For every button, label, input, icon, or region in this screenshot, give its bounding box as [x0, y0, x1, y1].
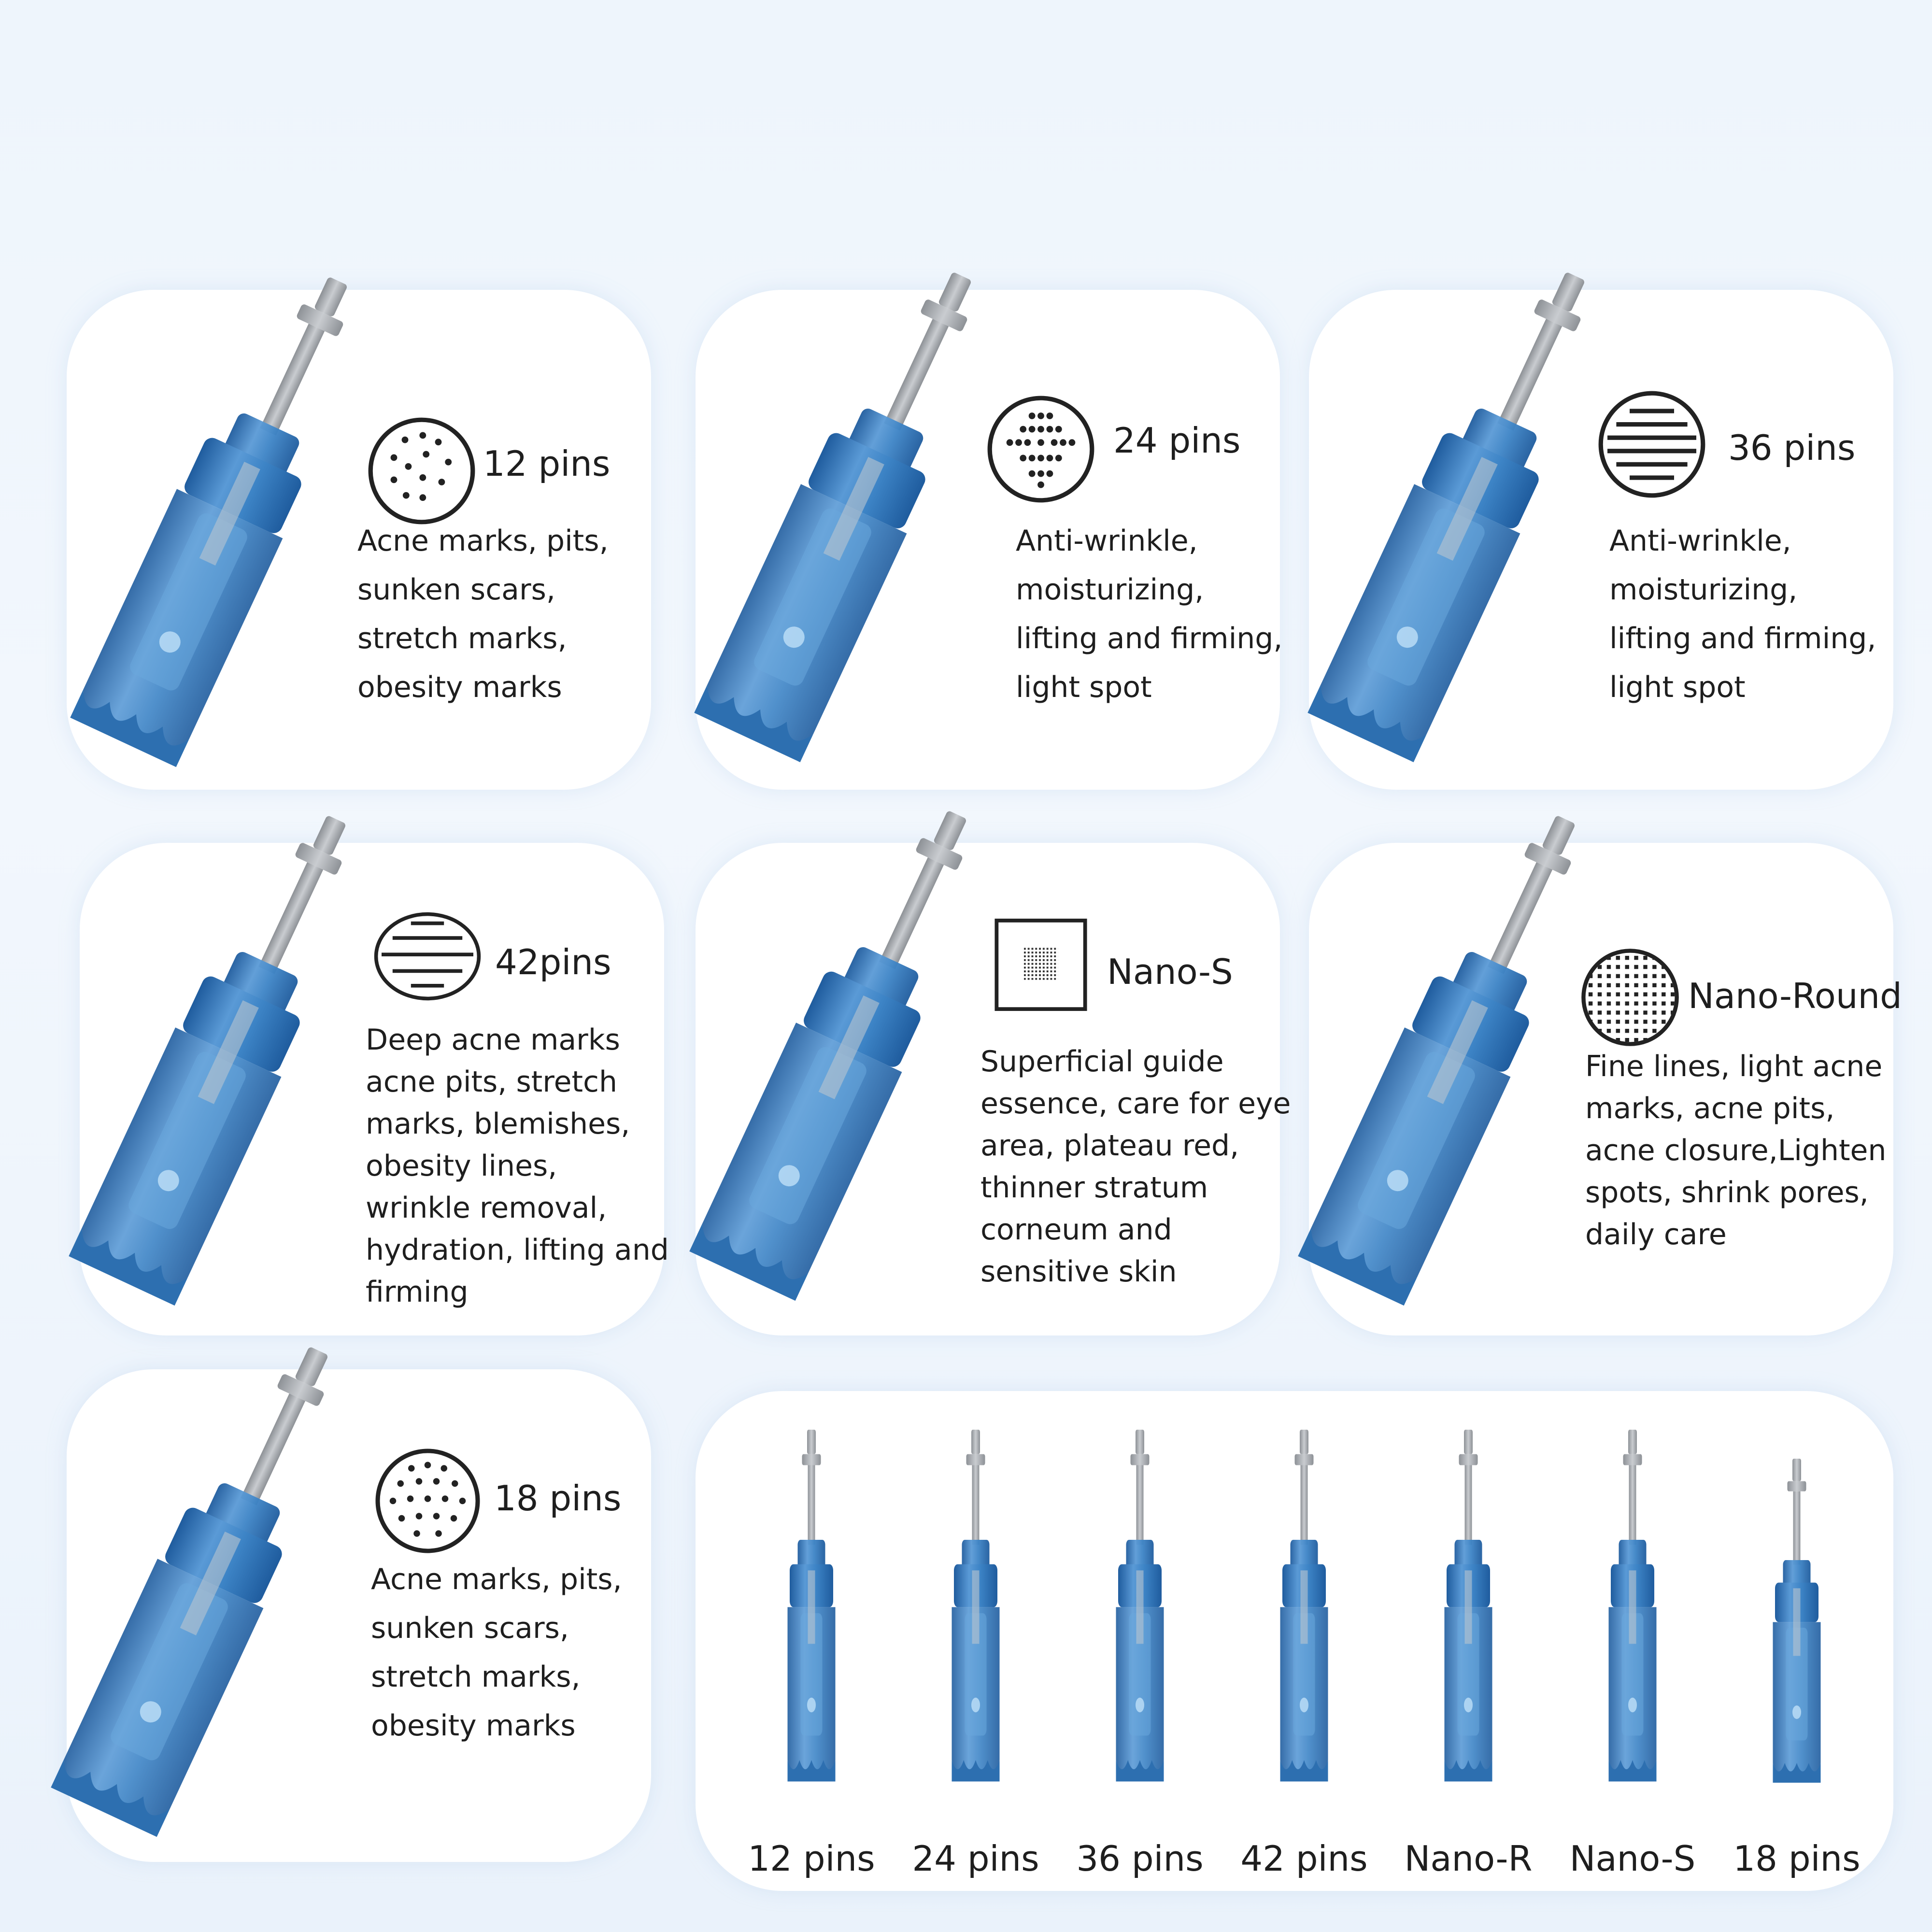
desc-line: acne closure,Lighten [1585, 1134, 1887, 1167]
card-24pins[interactable]: 24 pins Anti-wrinkle, moisturizing, lift… [696, 290, 1282, 790]
card-18pins[interactable]: 18 pins Acne marks, pits, sunken scars, … [67, 1369, 651, 1862]
cartridge-lineup: 12 pins 24 pins 36 pins 42 pins Nano-R N… [739, 1430, 1869, 1879]
desc-line: wrinkle removal, [366, 1191, 607, 1225]
needle-cartridge-image [1104, 1430, 1176, 1797]
desc-line: hydration, lifting and [366, 1233, 669, 1267]
usage-description: Acne marks, pits, sunken scars, stretch … [357, 517, 609, 712]
lineup-label: 12 pins [748, 1838, 875, 1879]
desc-line: stretch marks, [371, 1660, 581, 1694]
lineup-label: 18 pins [1733, 1838, 1861, 1879]
needle-cartridge-image [1268, 1430, 1340, 1797]
card-12pins[interactable]: 12 pins Acne marks, pits, sunken scars, … [67, 290, 651, 790]
desc-line: essence, care for eye [980, 1087, 1291, 1121]
lineup-label: Nano-R [1404, 1838, 1533, 1879]
usage-description: Superficial guide essence, care for eye … [980, 1041, 1291, 1293]
usage-description: Deep acne marks acne pits, stretch marks… [366, 1019, 669, 1313]
desc-line: obesity marks [357, 670, 562, 704]
desc-line: light spot [1016, 670, 1152, 704]
desc-line: Anti-wrinkle, [1016, 524, 1198, 558]
desc-line: spots, shrink pores, [1585, 1176, 1869, 1209]
desc-line: sensitive skin [980, 1255, 1177, 1289]
desc-line: corneum and [980, 1213, 1172, 1247]
pin-count-title: Nano-S [1107, 952, 1233, 992]
lineup-label: 36 pins [1076, 1838, 1204, 1879]
desc-line: Fine lines, light acne [1585, 1050, 1883, 1083]
round-12-dots-icon [368, 417, 475, 525]
round-nano-grid-icon [1581, 949, 1679, 1046]
desc-line: light spot [1609, 670, 1746, 704]
desc-line: sunken scars, [371, 1611, 569, 1645]
desc-line: sunken scars, [357, 573, 555, 607]
usage-description: Anti-wrinkle, moisturizing, lifting and … [1609, 517, 1876, 712]
needle-cartridge-image [775, 1430, 848, 1797]
lineup-label: Nano-S [1569, 1838, 1696, 1879]
round-42-dots-icon [374, 912, 481, 1001]
card-nano-s[interactable]: Nano-S Superficial guide essence, care f… [696, 843, 1291, 1335]
desc-line: moisturizing, [1609, 573, 1798, 607]
card-36pins[interactable]: 36 pins Anti-wrinkle, moisturizing, lift… [1309, 290, 1893, 790]
desc-line: thinner stratum [980, 1171, 1208, 1205]
round-36-dots-icon [1598, 391, 1705, 498]
needle-cartridge-image [646, 233, 1054, 800]
desc-line: stretch marks, [357, 622, 567, 655]
desc-line: Acne marks, pits, [357, 524, 609, 558]
lineup-item-nano-r[interactable]: Nano-R [1396, 1430, 1541, 1879]
desc-line: Superficial guide [980, 1045, 1224, 1079]
lineup-item-nano-s[interactable]: Nano-S [1560, 1430, 1705, 1879]
round-24-dots-icon [987, 396, 1094, 503]
desc-line: marks, acne pits, [1585, 1092, 1835, 1125]
needle-cartridge-image [2, 1308, 411, 1875]
needle-cartridge-image [1259, 233, 1668, 800]
pin-count-title: 18 pins [494, 1478, 622, 1519]
needle-cartridge-image [1761, 1459, 1833, 1797]
lineup-label: 42 pins [1240, 1838, 1368, 1879]
desc-line: obesity marks [371, 1709, 576, 1743]
pin-count-title: 12 pins [483, 443, 611, 484]
usage-description: Fine lines, light acne marks, acne pits,… [1585, 1046, 1886, 1256]
desc-line: moisturizing, [1016, 573, 1204, 607]
lineup-item-42pins[interactable]: 42 pins [1232, 1430, 1377, 1879]
needle-cartridge-image [939, 1430, 1012, 1797]
lineup-item-24pins[interactable]: 24 pins [903, 1430, 1048, 1879]
pin-count-title: 42pins [495, 942, 611, 982]
card-nano-round[interactable]: Nano-Round Fine lines, light acne marks,… [1309, 843, 1902, 1335]
pin-count-title: 36 pins [1728, 427, 1856, 468]
square-nano-grid-icon [994, 918, 1087, 1011]
desc-line: acne pits, stretch [366, 1065, 618, 1099]
round-18-dots-icon [375, 1449, 480, 1553]
lineup-item-12pins[interactable]: 12 pins [739, 1430, 884, 1879]
usage-description: Anti-wrinkle, moisturizing, lifting and … [1016, 517, 1282, 712]
pin-count-title: Nano-Round [1688, 976, 1902, 1016]
card-42pins[interactable]: 42pins Deep acne marks acne pits, stretc… [80, 843, 669, 1335]
lineup-item-18pins[interactable]: 18 pins [1724, 1430, 1869, 1879]
desc-line: marks, blemishes, [366, 1107, 630, 1141]
pin-count-title: 24 pins [1113, 420, 1241, 461]
desc-line: Anti-wrinkle, [1609, 524, 1791, 558]
desc-line: lifting and firming, [1016, 622, 1283, 655]
desc-line: daily care [1585, 1218, 1727, 1251]
usage-description: Acne marks, pits, sunken scars, stretch … [371, 1555, 622, 1750]
desc-line: firming [366, 1275, 469, 1309]
desc-line: Deep acne marks [366, 1023, 620, 1057]
desc-line: Acne marks, pits, [371, 1563, 622, 1596]
desc-line: lifting and firming, [1609, 622, 1876, 655]
lineup-item-36pins[interactable]: 36 pins [1067, 1430, 1212, 1879]
lineup-label: 24 pins [912, 1838, 1039, 1879]
needle-cartridge-image [1596, 1430, 1669, 1797]
desc-line: area, plateau red, [980, 1129, 1239, 1163]
needle-cartridge-image [1432, 1430, 1505, 1797]
desc-line: obesity lines, [366, 1149, 557, 1183]
